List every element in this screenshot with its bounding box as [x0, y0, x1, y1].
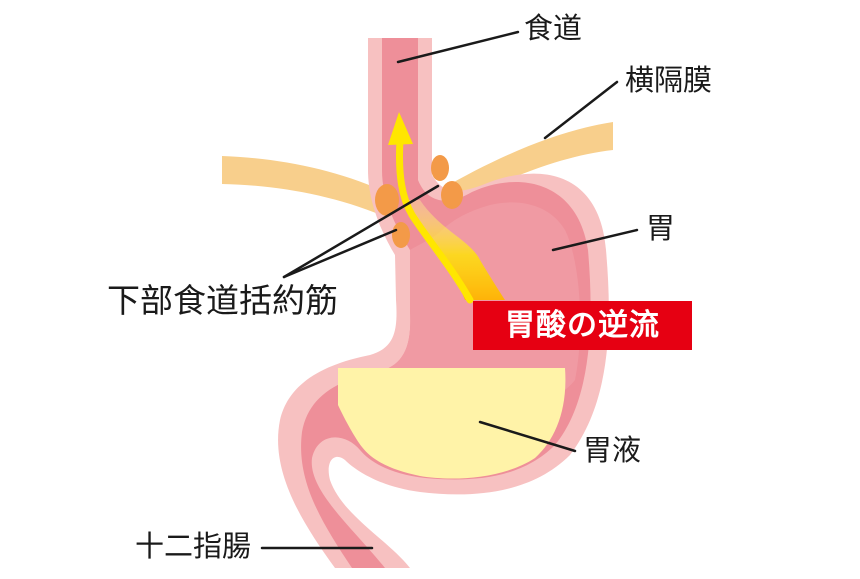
leader-lines	[260, 30, 639, 550]
sphincter-left-lower	[392, 222, 410, 248]
reflux-arrow-head	[388, 112, 413, 145]
sphincter-right-upper	[431, 155, 449, 181]
leader-gastric-juice	[478, 420, 577, 453]
leader-sphincter-a	[282, 184, 440, 279]
reflux-glow	[405, 200, 505, 300]
diaphragm-left-band	[222, 156, 392, 218]
sphincter-right-lower	[441, 181, 463, 209]
label-gastric-juice: 胃液	[583, 433, 642, 467]
label-diaphragm: 横隔膜	[625, 63, 713, 97]
leader-stomach	[551, 228, 639, 252]
reflux-badge: 胃酸の逆流	[473, 301, 692, 350]
label-esophagus: 食道	[524, 11, 583, 45]
sphincter-left-upper	[375, 184, 399, 216]
leader-esophagus	[396, 30, 520, 64]
label-duodenum: 十二指腸	[135, 529, 252, 563]
label-lower-sphincter: 下部食道括約筋	[107, 281, 338, 320]
leader-diaphragm	[543, 80, 619, 140]
reflux-arrow-shaft	[396, 136, 474, 304]
label-stomach: 胃	[646, 211, 676, 245]
leader-sphincter-b	[282, 228, 398, 279]
gastric-juice-pool	[338, 368, 566, 479]
